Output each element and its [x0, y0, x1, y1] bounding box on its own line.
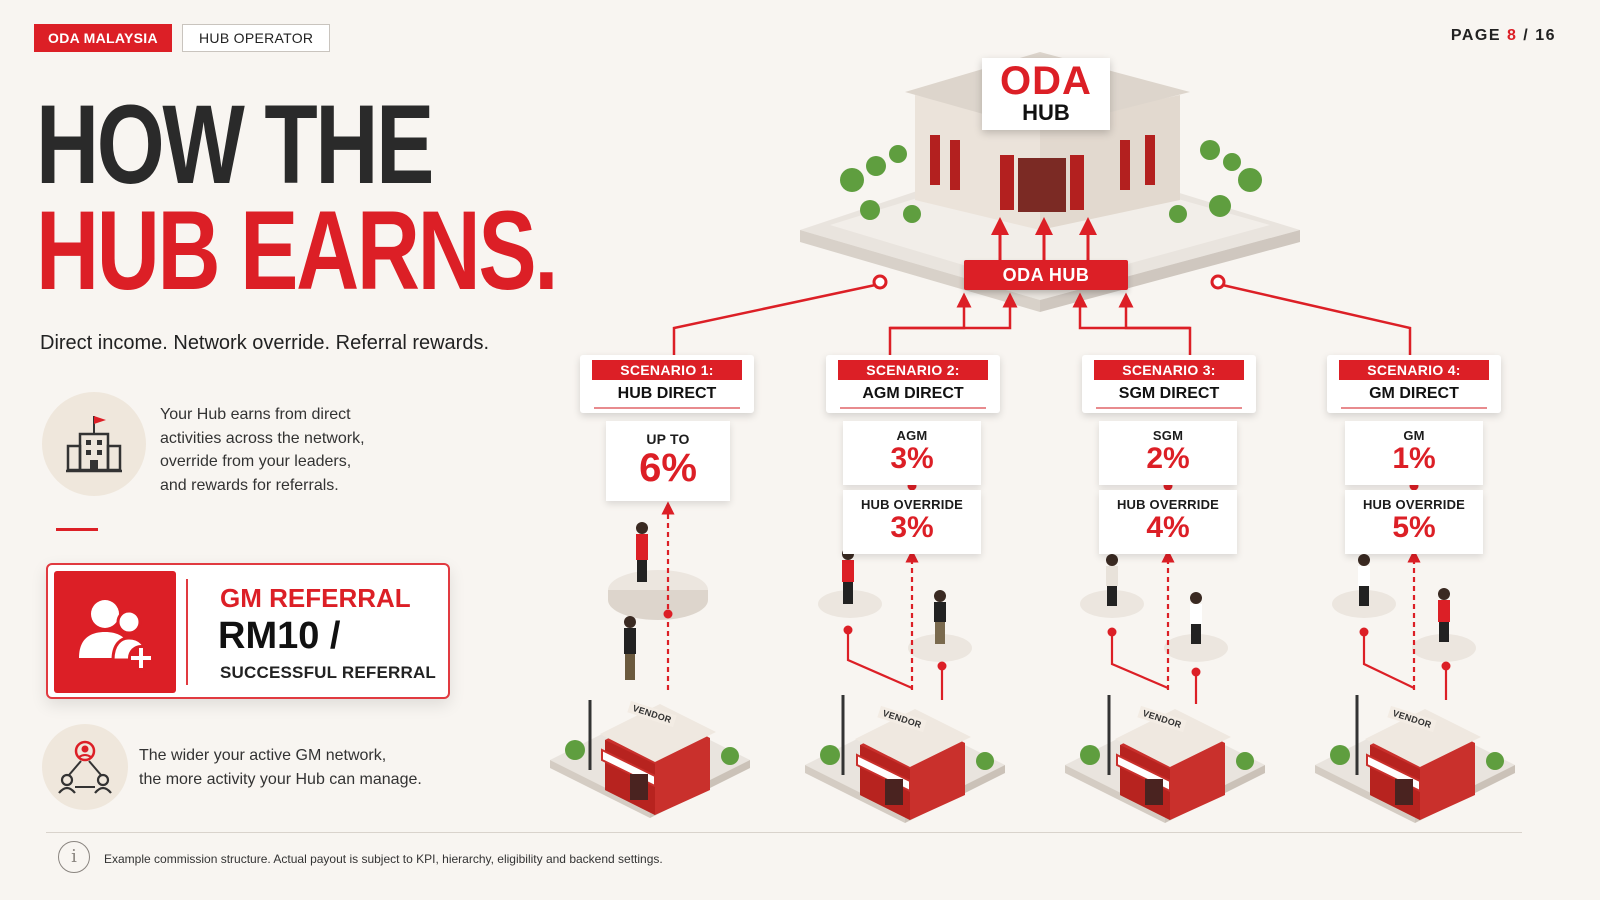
- rate-value: 4%: [1146, 511, 1190, 544]
- page-title: HOW THE HUB EARNS.: [36, 82, 559, 313]
- rate-label: HUB OVERRIDE: [1362, 497, 1466, 512]
- card-divider: [186, 579, 188, 685]
- rate-value: 6%: [639, 446, 697, 490]
- footer-disclaimer: Example commission structure. Actual pay…: [104, 852, 663, 866]
- info-line: activities across the network,: [160, 429, 365, 447]
- referral-title: GM REFERRAL: [220, 583, 411, 613]
- add-user-icon: [54, 571, 176, 693]
- gm-referral-card: GM REFERRAL RM10 / SUCCESSFUL REFERRAL: [46, 563, 450, 699]
- page-separator: /: [1523, 27, 1530, 44]
- info-icon: i: [58, 841, 90, 873]
- network-description: The wider your active GM network, the mo…: [139, 744, 422, 791]
- info-line: Your Hub earns from direct: [160, 406, 351, 423]
- scenario-1-header: SCENARIO 1: HUB DIRECT: [580, 355, 754, 413]
- section-divider: [56, 528, 98, 531]
- scenario-name: SGM DIRECT: [1118, 385, 1220, 402]
- hub-building-icon: [42, 392, 146, 496]
- referral-amount: RM10 /: [218, 615, 341, 657]
- rate-label: HUB OVERRIDE: [860, 497, 964, 512]
- rate-value: 5%: [1392, 511, 1436, 544]
- scenario-3-header: SCENARIO 3: SGM DIRECT: [1082, 355, 1256, 413]
- referral-subtitle: SUCCESSFUL REFERRAL: [220, 663, 437, 682]
- page-label: PAGE: [1450, 27, 1501, 44]
- rate-label: GM: [1403, 428, 1425, 443]
- rate-value: 3%: [890, 511, 934, 544]
- vendor-shops: [550, 695, 1515, 823]
- scenario-tag: SCENARIO 1:: [592, 360, 742, 380]
- rate-label: UP TO: [646, 431, 690, 447]
- rate-value: 2%: [1146, 442, 1190, 475]
- hub-banner: ODA HUB: [964, 260, 1128, 290]
- scenario-name: AGM DIRECT: [862, 385, 964, 402]
- brand-tag: ODA MALAYSIA: [34, 24, 172, 52]
- scenario-4-header: SCENARIO 4: GM DIRECT: [1327, 355, 1501, 413]
- scenario-4-override-box: HUB OVERRIDE 5%: [1345, 490, 1483, 554]
- scenario-tag: SCENARIO 3:: [1094, 360, 1244, 380]
- rate-value: 3%: [890, 442, 934, 475]
- info-line: the more activity your Hub can manage.: [139, 770, 422, 788]
- rate-label: AGM: [896, 428, 928, 443]
- tagline: Direct income. Network override. Referra…: [40, 332, 490, 354]
- rate-label: HUB OVERRIDE: [1116, 497, 1220, 512]
- rate-label: SGM: [1152, 428, 1184, 443]
- scenario-3-override-box: HUB OVERRIDE 4%: [1099, 490, 1237, 554]
- title-line-1: HOW THE: [36, 82, 434, 207]
- info-line: and rewards for referrals.: [160, 476, 339, 494]
- hub-diagram-graphic: [550, 52, 1515, 823]
- member-figures: [608, 522, 1476, 680]
- scenario-tag: SCENARIO 4:: [1339, 360, 1489, 380]
- scenario-name: HUB DIRECT: [617, 385, 717, 402]
- scenario-3-rate-box: SGM 2%: [1099, 421, 1237, 485]
- scenario-4-rate-box: GM 1%: [1345, 421, 1483, 485]
- hub-sign-line2: HUB: [1022, 100, 1070, 125]
- hub-sign-line1: ODA: [1000, 59, 1092, 103]
- scenario-1-rate-box: UP TO 6%: [606, 421, 730, 501]
- scenario-2-override-box: HUB OVERRIDE 3%: [843, 490, 981, 554]
- network-icon: [42, 724, 128, 810]
- info-line: The wider your active GM network,: [139, 747, 387, 764]
- page-current: 8: [1506, 27, 1518, 44]
- hub-building-sign: ODA HUB: [982, 58, 1110, 130]
- scenario-2-header: SCENARIO 2: AGM DIRECT: [826, 355, 1000, 413]
- footer-divider: [46, 832, 1522, 833]
- section-tag: HUB OPERATOR: [182, 24, 331, 52]
- info-line: override from your leaders,: [160, 453, 352, 470]
- title-line-2: HUB EARNS.: [36, 188, 559, 313]
- scenario-tag: SCENARIO 2:: [838, 360, 988, 380]
- page-total: 16: [1535, 27, 1556, 44]
- page-indicator: PAGE 8 / 16: [1451, 27, 1556, 45]
- rate-value: 1%: [1392, 442, 1436, 475]
- scenario-name: GM DIRECT: [1369, 385, 1459, 402]
- scenario-2-rate-box: AGM 3%: [843, 421, 981, 485]
- hub-earnings-description: Your Hub earns from direct activities ac…: [160, 403, 365, 497]
